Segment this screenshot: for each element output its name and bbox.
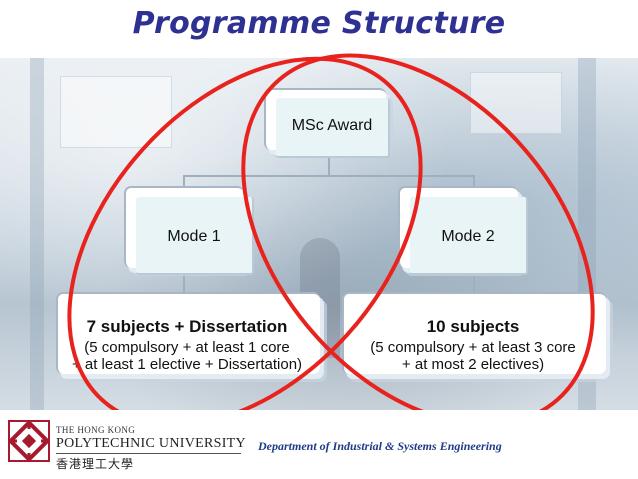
root-node-label: MSc Award (291, 117, 373, 134)
mode1-node-label: Mode 1 (167, 228, 221, 245)
left-ellipse (67, 56, 423, 428)
department-name: Department of Industrial & Systems Engin… (258, 439, 502, 453)
university-underline (56, 453, 241, 454)
mode2-node-inner (410, 197, 528, 275)
university-name-chinese: 香港理工大學 (56, 457, 135, 471)
polyu-logo-icon (8, 420, 50, 462)
connector-root-down (328, 152, 330, 176)
mode2-detail-line2: + at most 2 electives) (401, 356, 545, 373)
university-name: POLYTECHNIC UNIVERSITY (56, 436, 246, 451)
connector-mode2 (473, 175, 475, 189)
mode2-detail-line1: (5 compulsory + at least 3 core (370, 339, 576, 356)
root-node-inner (276, 98, 390, 158)
connector-horizontal (183, 175, 475, 177)
mode1-detail-title: 7 subjects + Dissertation (86, 317, 288, 336)
connector-mode2-detail (473, 273, 475, 295)
connector-mode1 (183, 175, 185, 189)
mode2-node-label: Mode 2 (441, 228, 495, 245)
connector-mode1-detail (183, 273, 185, 295)
right-ellipse (241, 53, 595, 427)
mode1-node-inner (136, 197, 254, 275)
mode1-detail-node (56, 292, 320, 374)
mode1-detail-line1: (5 compulsory + at least 1 core (84, 339, 290, 356)
university-name-small: THE HONG KONG (56, 425, 136, 435)
mode2-detail-title: 10 subjects (426, 317, 520, 336)
footer-bar (0, 410, 638, 479)
mode2-detail-node (342, 292, 606, 374)
slide-title: Programme Structure (132, 6, 506, 41)
mode1-detail-line2: + at least 1 elective + Dissertation) (71, 356, 303, 373)
